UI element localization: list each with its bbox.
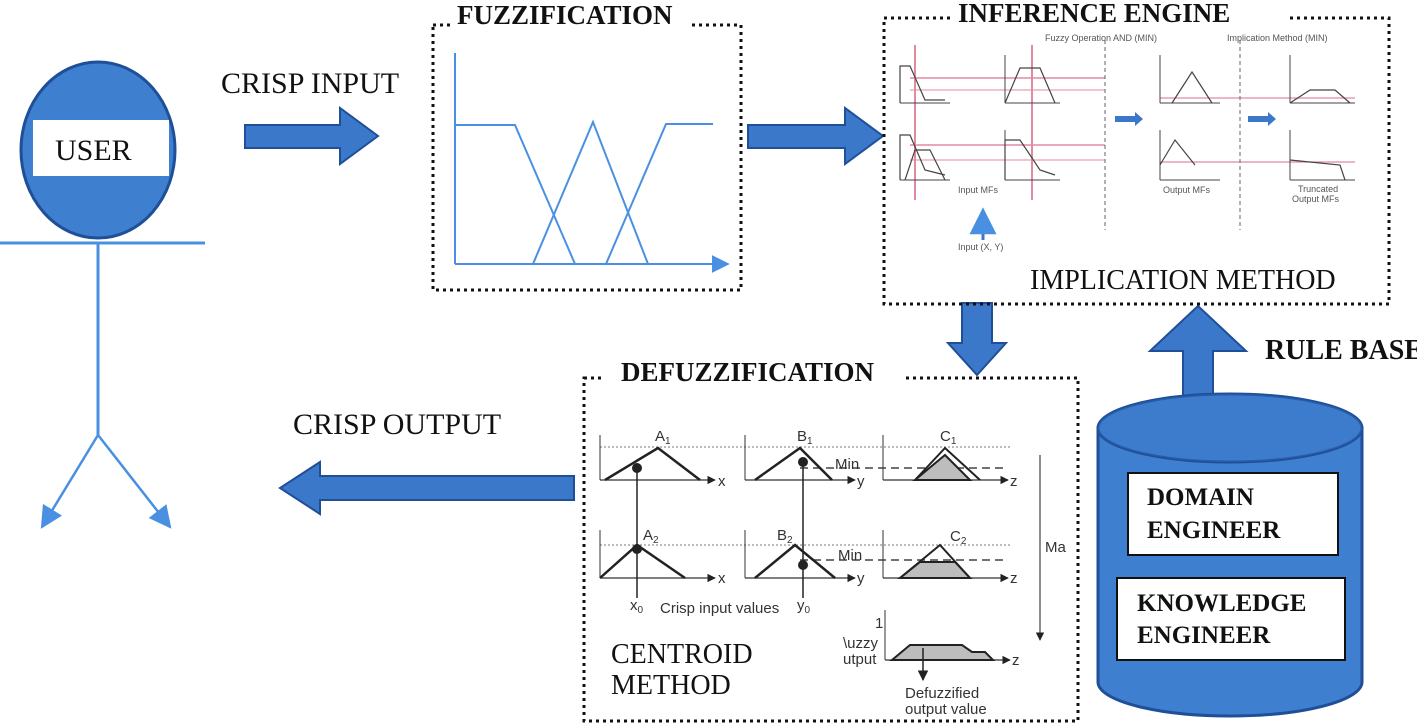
implication-method-label: IMPLICATION METHOD (1030, 265, 1336, 296)
label-min-1: Min (835, 456, 859, 473)
rule-base-up-arrow (1147, 304, 1249, 397)
axis-y-2: y (857, 570, 865, 587)
axis-y-1: y (857, 473, 865, 490)
centroid-method-line1: CENTROID (611, 639, 753, 670)
mf-low (455, 124, 576, 265)
inference-title: INFERENCE ENGINE (958, 0, 1230, 28)
inference-down-arrow (945, 302, 1009, 377)
knowledge-engineer-box (1116, 577, 1346, 661)
rule-base-label: RULE BASE (1265, 335, 1417, 366)
fuzzification-title: FUZZIFICATION (457, 0, 673, 30)
cylinder-top (1096, 392, 1364, 464)
label-max: Ma (1045, 539, 1066, 556)
membership-function-plot (454, 53, 730, 273)
domain-engineer-line2: ENGINEER (1147, 517, 1281, 544)
inf-truncated-1: Truncated (1298, 184, 1338, 194)
crisp-input-arrow (244, 106, 380, 166)
inference-mini-diagram: Fuzzy Operation AND (MIN) Implication Me… (899, 33, 1355, 252)
label-defuzz-2: output value (905, 701, 987, 718)
domain-engineer-box (1127, 472, 1339, 556)
axis-z-1: z (1010, 473, 1018, 490)
mf-medium (532, 119, 649, 265)
user-left-leg (40, 434, 100, 529)
defuzz-mini-diagram: A1 B1 C1 A2 B2 C2 Min Min Ma x y z x y z… (599, 428, 1066, 718)
label-c1: C1 (940, 428, 957, 447)
inference-frame (882, 16, 1391, 306)
inf-op-label: Fuzzy Operation AND (MIN) (1045, 33, 1157, 43)
label-a2: A2 (643, 527, 659, 546)
user-label-box (33, 120, 169, 176)
label-defuzz-1: Defuzzified (905, 685, 979, 702)
label-x0: x0 (630, 597, 644, 616)
axis-x-2: x (718, 570, 726, 587)
inf-output-mfs: Output MFs (1163, 185, 1211, 195)
label-fuzzy-1: \uzzy (843, 635, 879, 652)
user-figure: USER (0, 60, 205, 529)
label-a1: A1 (655, 428, 671, 447)
user-right-leg (97, 434, 172, 529)
label-fuzzy-2: utput (843, 651, 877, 668)
cylinder-body (1096, 426, 1364, 718)
inf-impl-label: Implication Method (MIN) (1227, 33, 1328, 43)
inf-input-xy: Input (X, Y) (958, 242, 1003, 252)
inf-truncated-2: Output MFs (1292, 194, 1340, 204)
label-b1: B1 (797, 428, 813, 447)
label-one: 1 (875, 615, 883, 632)
domain-engineer-line1: DOMAIN (1147, 484, 1254, 511)
rule-base-cylinder: DOMAIN ENGINEER KNOWLEDGE ENGINEER (1096, 392, 1364, 718)
user-label: USER (55, 134, 132, 167)
fuzzification-frame (431, 23, 743, 292)
knowledge-engineer-line1: KNOWLEDGE (1137, 590, 1306, 617)
label-min-2: Min (838, 547, 862, 564)
crisp-output-label: CRISP OUTPUT (293, 408, 501, 441)
axis-z-2: z (1010, 570, 1018, 587)
inf-input-mfs: Input MFs (958, 185, 999, 195)
defuzzification-title: DEFUZZIFICATION (621, 357, 875, 387)
axis-z-3: z (1012, 652, 1020, 669)
mf-high (605, 123, 713, 265)
label-b2: B2 (777, 527, 793, 546)
label-c2: C2 (950, 528, 967, 547)
inference-engine-panel: INFERENCE ENGINE (882, 0, 1391, 306)
crisp-input-label: CRISP INPUT (221, 67, 399, 100)
fuzzification-panel: FUZZIFICATION (431, 0, 743, 292)
knowledge-engineer-line2: ENGINEER (1137, 622, 1271, 649)
to-inference-arrow (747, 106, 885, 166)
axis-x-1: x (718, 473, 726, 490)
crisp-output-arrow (278, 460, 575, 516)
centroid-method-line2: METHOD (611, 670, 731, 701)
label-crisp-input-values: Crisp input values (660, 600, 779, 617)
label-y0: y0 (797, 597, 811, 616)
defuzzification-panel: DEFUZZIFICATION (582, 352, 1080, 723)
